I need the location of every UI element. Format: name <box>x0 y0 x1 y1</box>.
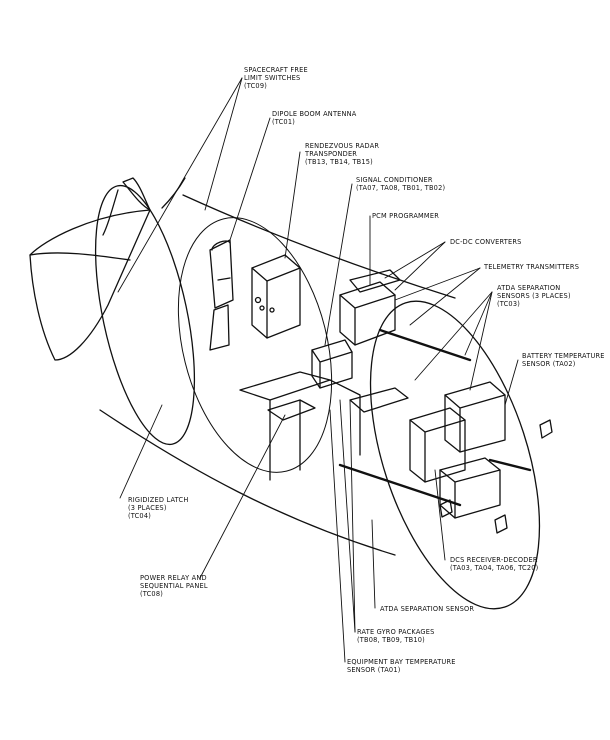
label-telem: TELEMETRY TRANSMITTERS <box>484 263 579 271</box>
label-tc01: DIPOLE BOOM ANTENNA(TC01) <box>272 110 357 126</box>
equipment-deck <box>239 371 361 481</box>
label-line: SIGNAL CONDITIONER <box>356 176 433 184</box>
label-line: SENSORS (3 PLACES) <box>497 292 571 300</box>
label-line: POWER RELAY AND <box>140 574 207 582</box>
label-line: RENDEZVOUS RADAR <box>305 142 380 150</box>
label-dcs: DCS RECEIVER-DECODER(TA03, TA04, TA06, T… <box>450 556 538 572</box>
label-line: (TC08) <box>140 590 163 598</box>
label-line: (TC04) <box>128 512 151 520</box>
brackets <box>439 419 553 534</box>
label-line: EQUIPMENT BAY TEMPERATURE <box>347 658 456 666</box>
label-line: (TA03, TA04, TA06, TC20) <box>450 564 539 572</box>
label-atdasep: ATDA SEPARATION SENSOR <box>380 605 474 613</box>
leader-lines <box>117 77 519 663</box>
label-line: RATE GYRO PACKAGES <box>357 628 435 636</box>
label-dcdc: DC-DC CONVERTERS <box>450 238 522 246</box>
label-line: (TB08, TB09, TB10) <box>357 636 425 644</box>
label-line: (TC03) <box>497 300 520 308</box>
struts <box>338 328 532 507</box>
rear-equipment <box>349 381 506 519</box>
label-line: TELEMETRY TRANSMITTERS <box>484 263 580 271</box>
label-line: DC-DC CONVERTERS <box>450 238 522 246</box>
label-line: BATTERY TEMPERATURE <box>522 352 605 360</box>
label-pcm: PCM PROGRAMMER <box>372 212 439 220</box>
cylinder-body <box>94 184 541 610</box>
label-line: SPACECRAFT FREE <box>244 66 308 74</box>
label-line: PCM PROGRAMMER <box>372 212 439 220</box>
radar-box <box>251 254 301 339</box>
label-sigcond: SIGNAL CONDITIONER(TA07, TA08, TB01, TB0… <box>356 176 445 192</box>
label-line: RIGIDIZED LATCH <box>128 496 189 504</box>
label-line: SENSOR (TA01) <box>347 666 401 674</box>
label-line: (TC01) <box>272 118 295 126</box>
label-line: DCS RECEIVER-DECODER <box>450 556 538 564</box>
signal-conditioner-box <box>311 339 353 389</box>
label-line: TRANSPONDER <box>305 150 358 158</box>
label-line: (TB13, TB14, TB15) <box>305 158 373 166</box>
pcm-units <box>339 269 401 346</box>
label-gyro: RATE GYRO PACKAGES(TB08, TB09, TB10) <box>357 628 435 644</box>
label-line: (TA07, TA08, TB01, TB02) <box>356 184 446 192</box>
label-line: ATDA SEPARATION <box>497 284 561 292</box>
label-line: (3 PLACES) <box>128 504 167 512</box>
label-line: ATDA SEPARATION SENSOR <box>380 605 475 613</box>
front-shroud <box>29 177 186 361</box>
label-latch: RIGIDIZED LATCH(3 PLACES)(TC04) <box>128 496 189 520</box>
label-line: (TC09) <box>244 82 267 90</box>
label-line: SEQUENTIAL PANEL <box>140 582 208 590</box>
label-line: SENSOR (TA02) <box>522 360 576 368</box>
label-line: DIPOLE BOOM ANTENNA <box>272 110 357 118</box>
dipole-antenna <box>209 239 234 351</box>
label-line: LIMIT SWITCHES <box>244 74 301 82</box>
